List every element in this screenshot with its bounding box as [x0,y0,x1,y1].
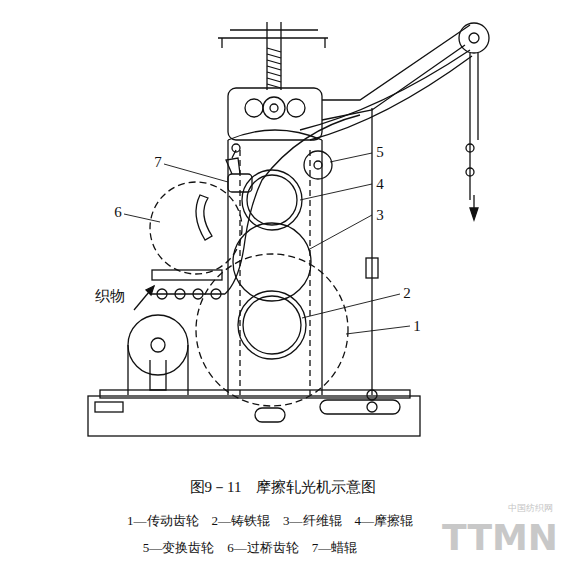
fabric-label: 织物 [95,289,125,304]
callout-number: 5 [376,145,384,160]
pulley [459,23,489,53]
fiber-roll [233,223,311,301]
watermark: 中国纺织网 [508,504,553,513]
legend-line: 1—传动齿轮 2—铸铁辊 3—纤维辊 4—摩擦辊 [127,514,413,527]
callout-number: 7 [154,155,162,170]
screw [267,22,281,90]
figure-caption: 图9－11 摩擦轧光机示意图 [190,480,377,495]
tie-rod [371,108,372,395]
callout-number: 4 [376,177,384,192]
callout-number: 6 [114,205,122,220]
bridge-gear [150,182,242,274]
wax-roll [228,174,252,192]
leader-lines [124,153,410,334]
watermark: TTMN [442,520,558,556]
screw-thread [267,48,281,52]
screw-thread [267,54,281,58]
frame [228,140,322,395]
change-gear [304,151,332,179]
base [88,396,420,436]
callout-number: 2 [403,286,411,301]
screw-thread [267,78,281,82]
motor [128,315,188,375]
legend-line: 5—变换齿轮 6—过桥齿轮 7—蜡辊 [143,541,358,554]
friction-roll [242,170,302,230]
screw-thread [267,66,281,70]
transmission-gear [196,254,348,406]
screw-thread [267,72,281,76]
callout-number: 3 [376,208,384,223]
screw-thread [267,84,281,88]
top-head [228,88,322,140]
fabric-path [150,115,360,294]
callout-number: 1 [413,319,421,334]
screw-thread [267,60,281,64]
